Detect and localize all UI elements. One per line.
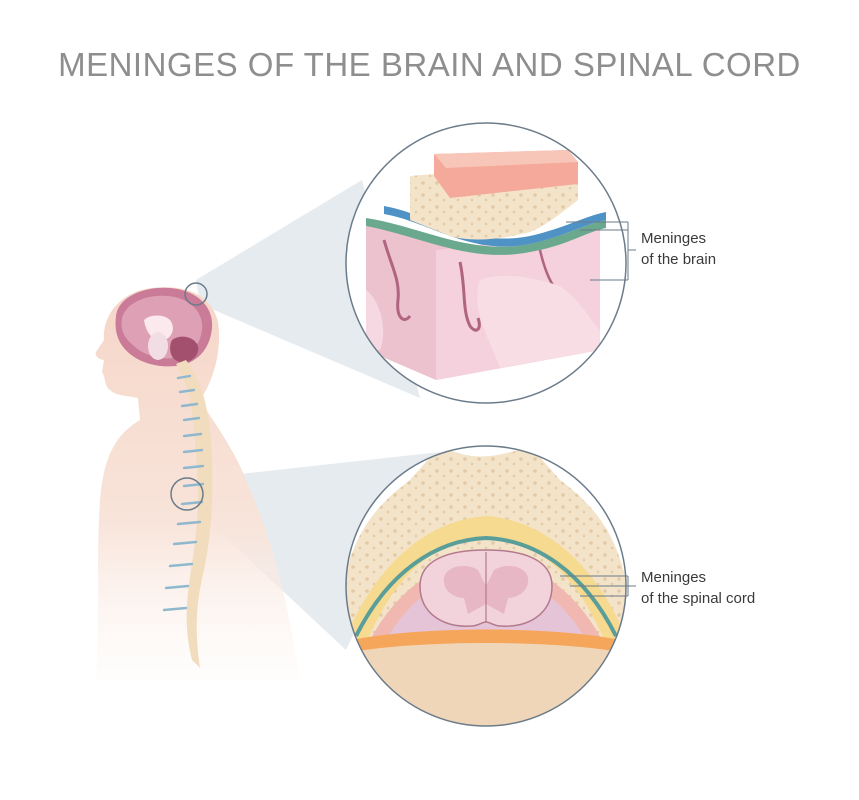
brain-zoom-inset xyxy=(346,123,626,403)
meninges-of-brain-label: Meninges of the brain xyxy=(641,228,716,270)
cord-label-line2: of the spinal cord xyxy=(641,588,755,609)
meninges-of-spinal-cord-label: Meninges of the spinal cord xyxy=(641,567,755,609)
cord-label-line1: Meninges xyxy=(641,567,755,588)
brain-label-line2: of the brain xyxy=(641,249,716,270)
brain-label-line1: Meninges xyxy=(641,228,716,249)
